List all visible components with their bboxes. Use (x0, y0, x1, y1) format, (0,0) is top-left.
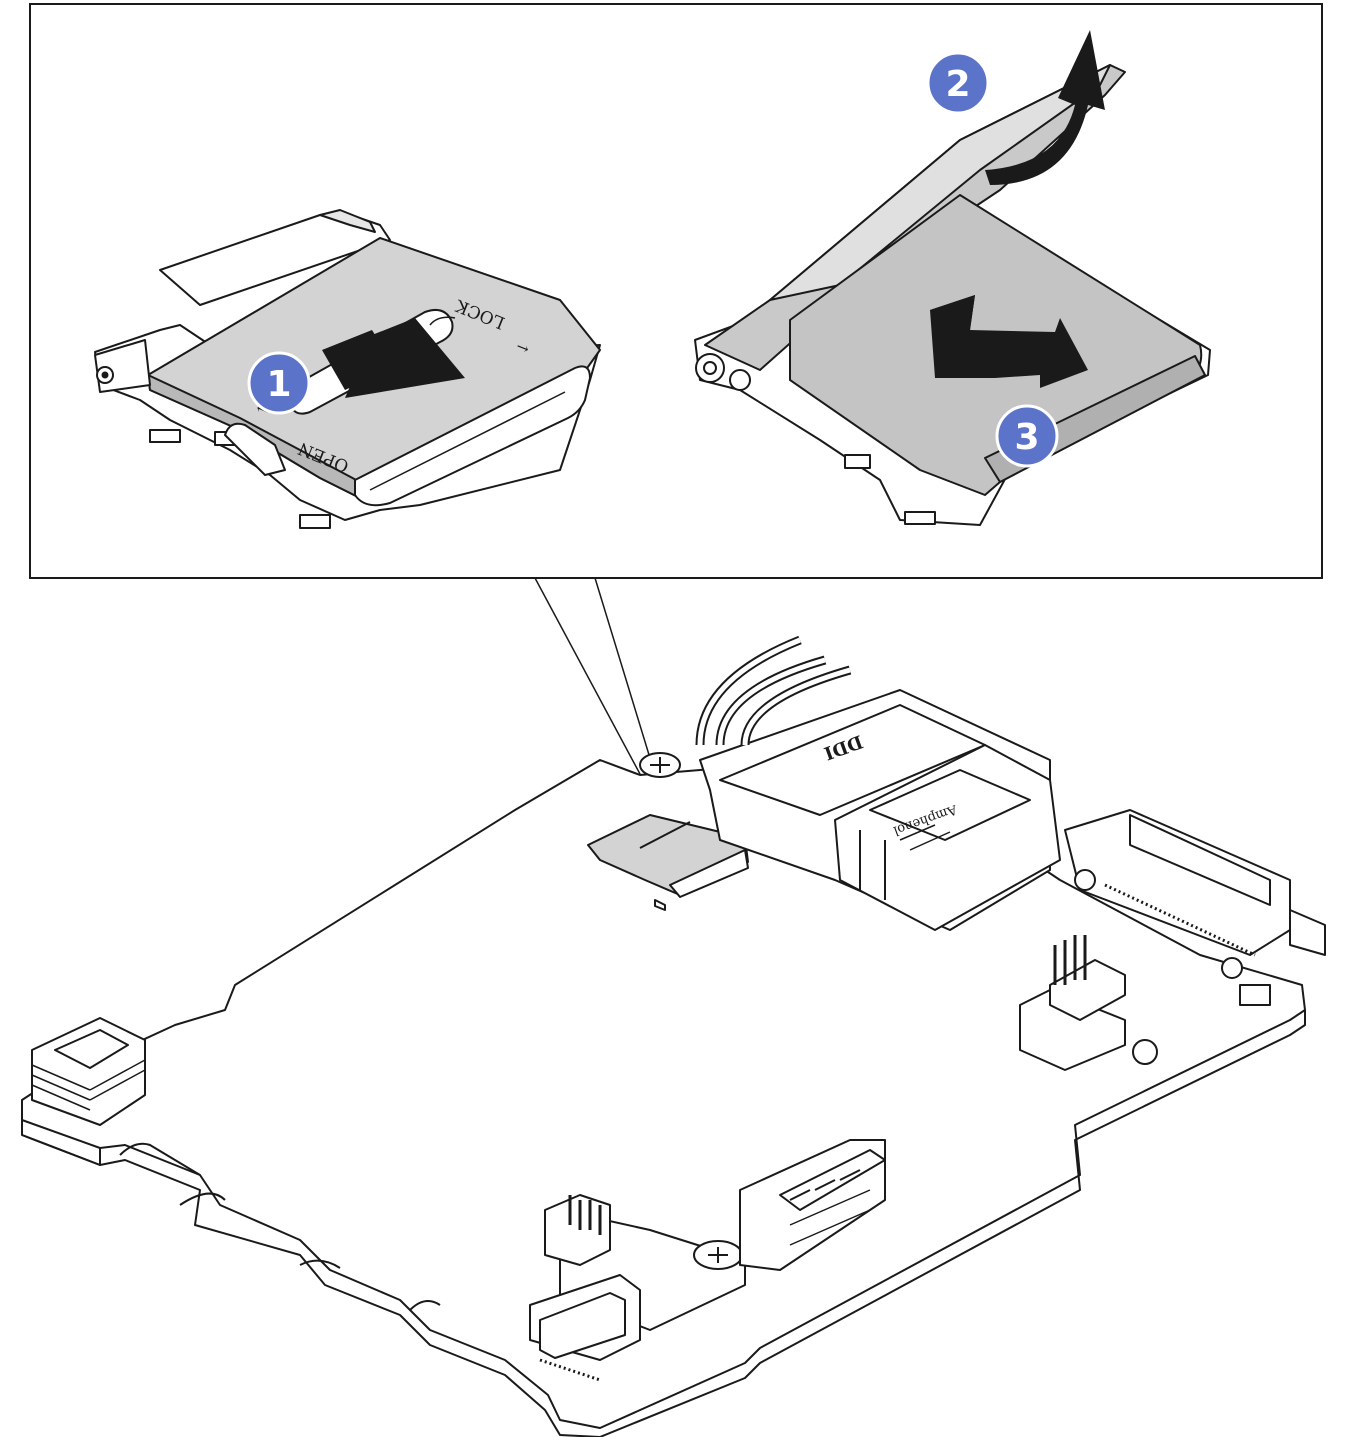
usb-connector-stack (695, 635, 1061, 931)
pin-header-bottom (544, 1194, 611, 1266)
pin-header-right (1019, 935, 1126, 1071)
step-1-badge: 1 (247, 351, 311, 415)
power-connector (739, 1139, 886, 1271)
svg-text:2: 2 (945, 64, 970, 105)
svg-text:1: 1 (266, 364, 291, 405)
board-screw-top (639, 752, 681, 778)
pcb-outline (21, 759, 1306, 1429)
serial-connector (1064, 809, 1326, 1006)
slide-arrow-head (322, 330, 395, 390)
flip-up-arrow (985, 30, 1105, 185)
step-2-badge: 2 (926, 51, 990, 115)
svg-text:3: 3 (1014, 417, 1039, 458)
io-board (21, 635, 1326, 1437)
pull-handle (31, 1017, 146, 1126)
step-3-badge: 3 (995, 404, 1059, 468)
board-screw-bottom (693, 1240, 743, 1270)
slide-in-arrow-head (930, 295, 975, 330)
board-sim-holder (587, 814, 749, 911)
